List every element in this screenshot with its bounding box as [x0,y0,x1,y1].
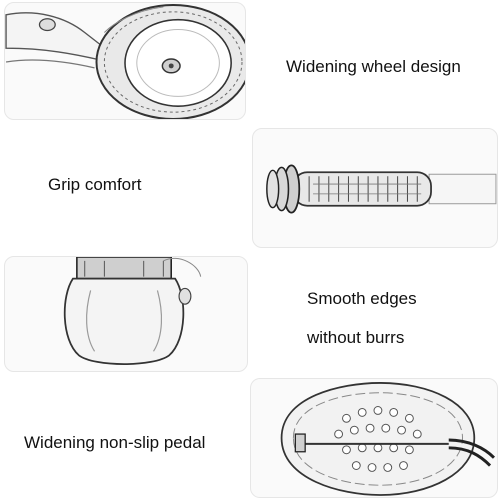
non-slip-pedal-icon [280,382,496,496]
wheel-icon [5,4,245,119]
caption-line: Widening wheel design [286,57,461,76]
rounded-edge-icon [63,257,202,366]
caption-line: without burrs [307,327,405,347]
pedal-caption: Widening non-slip pedal [24,428,205,459]
grip-image-panel [252,128,498,248]
caption-line: Widening non-slip pedal [24,433,206,452]
edges-caption: Smooth edges without burrs [307,284,417,353]
wheel-image-panel [4,2,246,120]
pedal-image-panel [250,378,498,498]
wheel-caption: Widening wheel design [286,52,461,83]
grip-caption: Grip comfort [48,170,142,201]
caption-line: Grip comfort [48,175,142,194]
edges-image-panel [4,256,248,372]
caption-line: Smooth edges [307,289,417,308]
handle-grip-icon [266,164,497,214]
